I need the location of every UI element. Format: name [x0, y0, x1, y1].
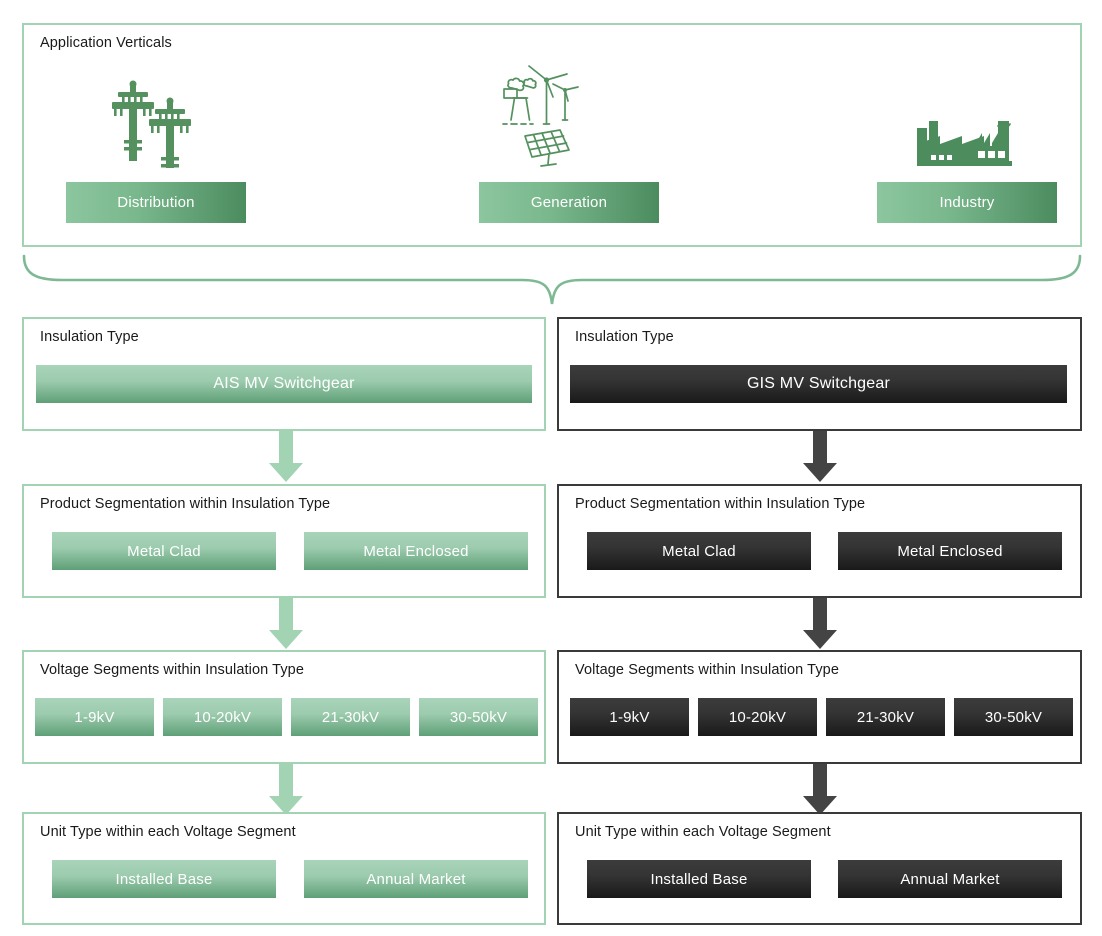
vertical-label: Distribution: [117, 194, 195, 211]
tile-label: Metal Enclosed: [897, 542, 1003, 560]
ais-tile-metal-clad[interactable]: Metal Clad: [52, 532, 276, 570]
tile-label: 1-9kV: [609, 708, 650, 726]
panel-title-ais-voltage: Voltage Segments within Insulation Type: [40, 662, 304, 678]
gis-tile-annual-market[interactable]: Annual Market: [838, 860, 1062, 898]
tile-label: Annual Market: [366, 870, 466, 888]
ais-tile-annual-market[interactable]: Annual Market: [304, 860, 528, 898]
arrow-down-icon: [803, 764, 837, 815]
gis-tile-voltage-4[interactable]: 30-50kV: [954, 698, 1073, 736]
panel-title-ais-unit: Unit Type within each Voltage Segment: [40, 824, 296, 840]
arrow-down-icon: [803, 431, 837, 482]
gis-tile-voltage-3[interactable]: 21-30kV: [826, 698, 945, 736]
tile-label: 10-20kV: [728, 708, 787, 726]
ais-tile-voltage-3[interactable]: 21-30kV: [291, 698, 410, 736]
tile-label: Metal Enclosed: [363, 542, 469, 560]
tile-label: 30-50kV: [984, 708, 1043, 726]
ais-tile-metal-enclosed[interactable]: Metal Enclosed: [304, 532, 528, 570]
tile-label: Installed Base: [115, 870, 213, 888]
ais-tile-voltage-1[interactable]: 1-9kV: [35, 698, 154, 736]
tile-label: 21-30kV: [856, 708, 915, 726]
factory-icon: [917, 121, 1012, 166]
vertical-label: Generation: [530, 194, 608, 211]
tile-label: 21-30kV: [321, 708, 380, 726]
curly-brace-down: [22, 254, 1082, 305]
power-generation-icon: [502, 65, 579, 167]
panel-title-gis-product: Product Segmentation within Insulation T…: [575, 496, 866, 512]
vertical-tile-industry[interactable]: Industry: [877, 182, 1057, 223]
tile-label: Annual Market: [900, 870, 1000, 888]
arrow-down-icon: [269, 598, 303, 649]
utility-poles-icon: [112, 80, 191, 168]
ais-tile-installed-base[interactable]: Installed Base: [52, 860, 276, 898]
tile-label: AIS MV Switchgear: [213, 375, 355, 392]
gis-tile-switchgear[interactable]: GIS MV Switchgear: [570, 365, 1067, 403]
tile-label: 1-9kV: [74, 708, 115, 726]
gis-tile-voltage-1[interactable]: 1-9kV: [570, 698, 689, 736]
gis-tile-metal-clad[interactable]: Metal Clad: [587, 532, 811, 570]
panel-title-ais-product: Product Segmentation within Insulation T…: [40, 496, 331, 512]
tile-label: Installed Base: [650, 870, 748, 888]
gis-tile-metal-enclosed[interactable]: Metal Enclosed: [838, 532, 1062, 570]
arrow-down-icon: [269, 764, 303, 815]
tile-label: Metal Clad: [127, 542, 201, 560]
vertical-tile-generation[interactable]: Generation: [479, 182, 659, 223]
arrow-down-icon: [803, 598, 837, 649]
arrow-down-icon: [269, 431, 303, 482]
vertical-label: Industry: [939, 194, 995, 211]
panel-title-verticals: Application Verticals: [40, 35, 172, 51]
panel-title-ais-insulation: Insulation Type: [40, 329, 139, 345]
tile-label: 30-50kV: [449, 708, 508, 726]
gis-tile-installed-base[interactable]: Installed Base: [587, 860, 811, 898]
ais-tile-voltage-2[interactable]: 10-20kV: [163, 698, 282, 736]
gis-tile-voltage-2[interactable]: 10-20kV: [698, 698, 817, 736]
panel-title-gis-insulation: Insulation Type: [575, 329, 674, 345]
ais-tile-voltage-4[interactable]: 30-50kV: [419, 698, 538, 736]
vertical-tile-distribution[interactable]: Distribution: [66, 182, 246, 223]
panel-title-gis-unit: Unit Type within each Voltage Segment: [575, 824, 831, 840]
ais-tile-switchgear[interactable]: AIS MV Switchgear: [36, 365, 532, 403]
tile-label: GIS MV Switchgear: [746, 375, 890, 392]
tile-label: 10-20kV: [193, 708, 252, 726]
tile-label: Metal Clad: [662, 542, 736, 560]
panel-title-gis-voltage: Voltage Segments within Insulation Type: [575, 662, 839, 678]
